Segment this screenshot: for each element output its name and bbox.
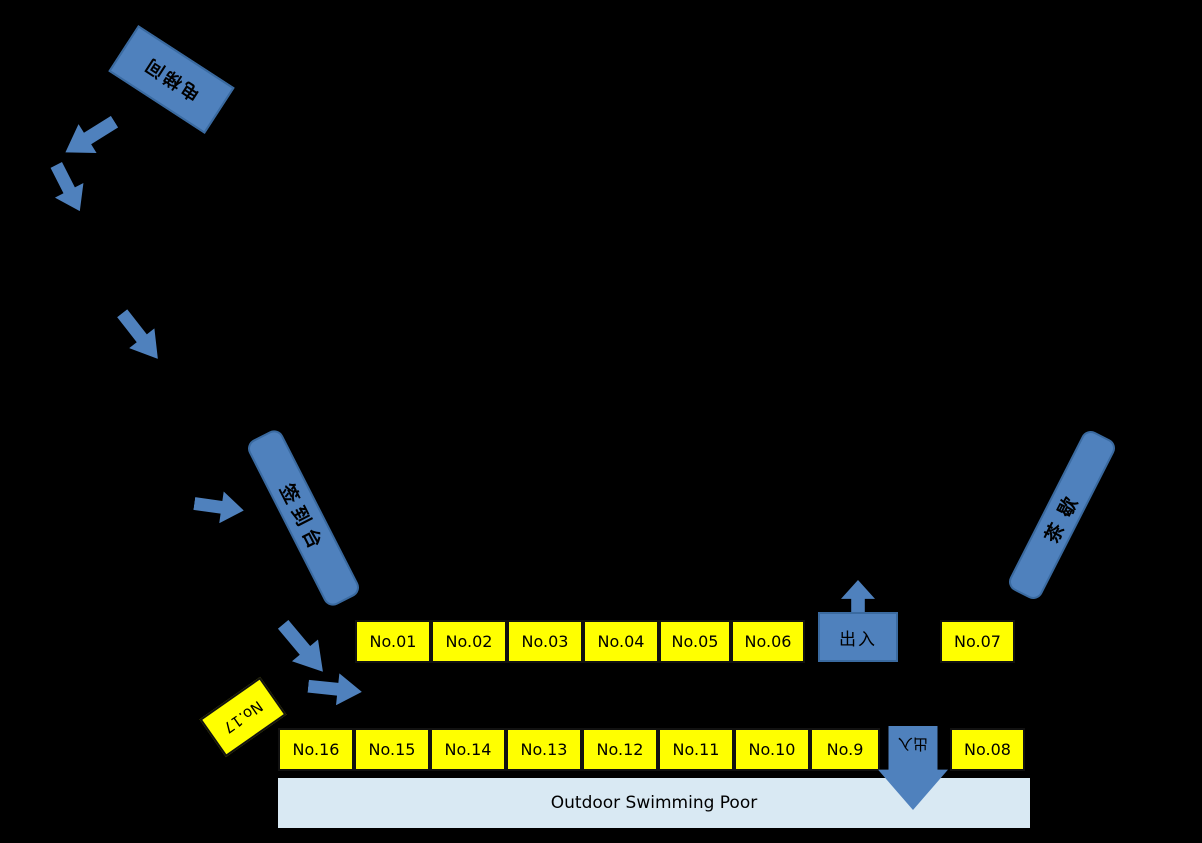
booth-12: No.12 [582,728,658,771]
booth-06: No.06 [731,620,805,663]
booth-label: No.04 [597,632,645,651]
direction-arrow-5-icon [270,613,336,682]
direction-arrow-4-icon [192,488,246,527]
booth-label: No.08 [964,740,1011,759]
direction-arrow-6-icon [306,670,363,707]
booth-07: No.07 [940,620,1015,663]
booth-03: No.03 [507,620,583,663]
booth-02: No.02 [431,620,507,663]
booth-01: No.01 [355,620,431,663]
direction-arrow-2-icon [42,158,94,219]
booth-label: No.15 [368,740,416,759]
elevator-room: 电梯间 [108,25,235,134]
elevator-room-label: 电梯间 [140,52,205,105]
booth-16: No.16 [278,728,354,771]
booth-label: No.9 [826,740,864,759]
tea-break-label: 茶歇 [1040,484,1087,547]
booth-label: No.11 [672,740,720,759]
booth-04: No.04 [583,620,659,663]
entrance-top: 出入 [818,612,898,662]
booth-label: No.12 [596,740,644,759]
booth-05: No.05 [659,620,731,663]
booth-15: No.15 [354,728,430,771]
pool-label: Outdoor Swimming Poor [550,793,758,813]
booth-label: No.16 [292,740,340,759]
booth-label: No.14 [444,740,492,759]
entrance-top-label: 出入 [839,629,877,650]
booth-label: No.02 [445,632,493,651]
booth-13: No.13 [506,728,582,771]
booth-08: No.08 [950,728,1025,771]
booth-label: No.17 [219,697,267,737]
booth-10: No.10 [734,728,810,771]
direction-arrow-1-icon [56,107,123,167]
direction-arrow-3-icon [110,303,171,368]
booth-11: No.11 [658,728,734,771]
booth-label: No.07 [954,632,1001,651]
booth-17: No.17 [199,676,287,758]
booth-label: No.13 [520,740,568,759]
booth-label: No.01 [369,632,417,651]
entrance-bottom-label: 出入 [898,735,929,753]
signin-desk-label: 签到台 [275,480,329,558]
booth-label: No.05 [671,632,719,651]
booth-14: No.14 [430,728,506,771]
signin-desk: 签到台 [244,426,363,610]
booth-label: No.10 [748,740,796,759]
booth-09: No.9 [810,728,880,771]
booth-label: No.03 [521,632,569,651]
booth-label: No.06 [744,632,792,651]
tea-break-station: 茶歇 [1005,427,1119,603]
